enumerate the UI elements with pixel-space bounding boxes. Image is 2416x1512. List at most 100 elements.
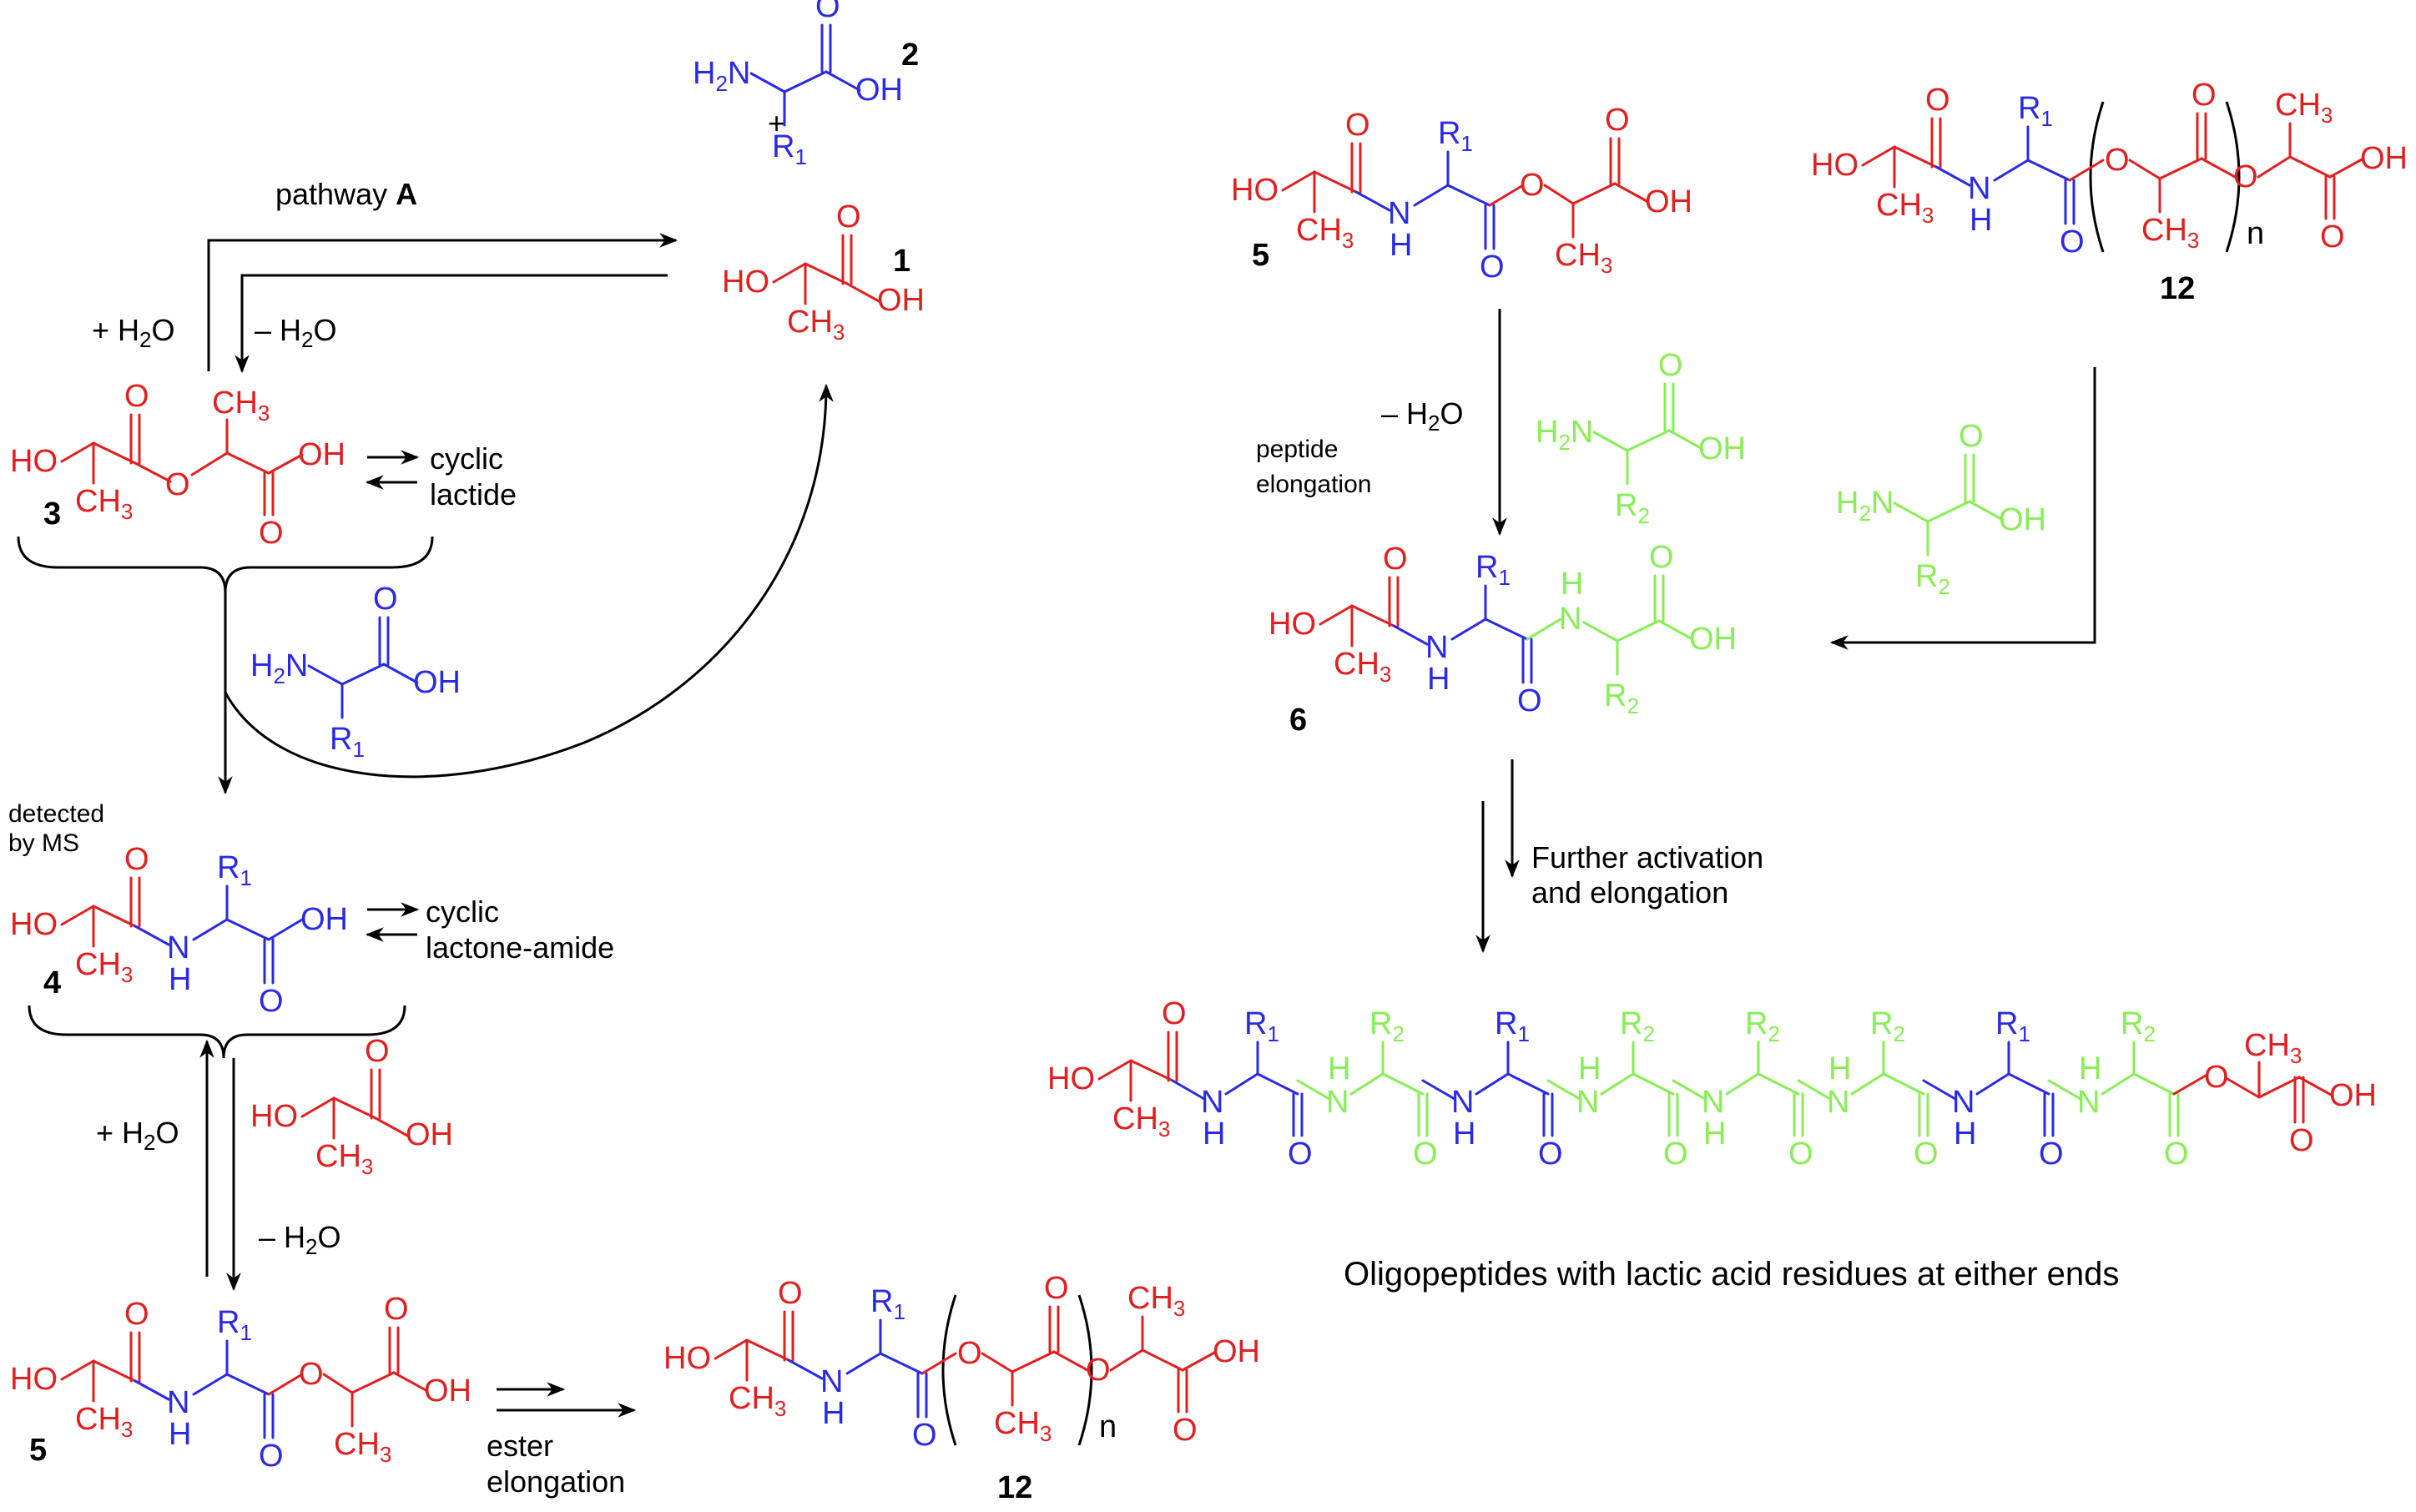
svg-text:H2N: H2N (1836, 486, 1894, 526)
svg-text:12: 12 (997, 1470, 1032, 1505)
svg-text:OH: OH (2360, 141, 2408, 176)
svg-text:CH3: CH3 (2244, 1028, 2302, 1068)
svg-text:R2: R2 (1915, 559, 1950, 599)
svg-text:O: O (836, 199, 861, 234)
svg-text:CH3: CH3 (1112, 1101, 1170, 1142)
svg-text:H: H (1390, 228, 1412, 263)
svg-text:O: O (1517, 683, 1542, 718)
svg-text:O: O (815, 0, 840, 24)
svg-text:H: H (1561, 567, 1583, 602)
svg-text:O: O (2289, 1123, 2314, 1158)
compound-numbers: 2 1 3 4 5 12 5 12 6 (29, 38, 2195, 1505)
svg-text:HO: HO (722, 265, 769, 300)
svg-text:n: n (1099, 1409, 1117, 1444)
svg-text:cyclic: cyclic (426, 895, 499, 929)
svg-text:5: 5 (1252, 238, 1269, 273)
svg-text:O: O (1480, 249, 1505, 285)
svg-text:R1: R1 (870, 1284, 905, 1324)
svg-text:HO: HO (1811, 148, 1859, 183)
brace-4 (28, 1005, 406, 1059)
svg-text:O: O (165, 467, 190, 502)
svg-text:N: N (167, 930, 189, 965)
svg-text:Oligopeptides with lactic acid: Oligopeptides with lactic acid residues … (1344, 1256, 2119, 1293)
svg-text:N: N (2077, 1085, 2100, 1120)
svg-text:H: H (2079, 1051, 2101, 1086)
svg-text:lactone-amide: lactone-amide (426, 930, 614, 965)
svg-text:R1: R1 (772, 129, 807, 169)
svg-text:5: 5 (29, 1433, 47, 1468)
brace-3 (17, 536, 434, 593)
svg-text:detected: detected (8, 800, 104, 828)
svg-text:and elongation: and elongation (1531, 875, 1728, 910)
svg-text:CH3: CH3 (1334, 647, 1391, 687)
svg-text:H2N: H2N (250, 648, 308, 688)
svg-text:O: O (2204, 1060, 2229, 1095)
svg-text:OH: OH (406, 1117, 453, 1152)
svg-text:HO: HO (250, 1099, 298, 1134)
svg-text:O: O (124, 842, 149, 877)
arrow-12-to-6 (1829, 367, 2096, 650)
svg-text:Further activation: Further activation (1531, 840, 1763, 874)
dehydration-arrow-to-3 (235, 274, 668, 374)
svg-text:HO: HO (10, 444, 58, 479)
svg-text:12: 12 (2160, 271, 2195, 306)
svg-text:O: O (778, 1276, 803, 1311)
svg-text:O: O (2039, 1137, 2064, 1172)
svg-text:OH: OH (1213, 1334, 1260, 1369)
svg-text:O: O (1162, 996, 1187, 1031)
svg-text:OH: OH (2329, 1078, 2377, 1113)
svg-text:O: O (124, 1297, 149, 1332)
pathway-a-arrow (207, 233, 678, 371)
svg-text:CH3: CH3 (729, 1381, 786, 1421)
svg-text:O: O (1288, 1137, 1313, 1172)
svg-text:elongation: elongation (1256, 471, 1371, 498)
svg-text:O: O (1520, 168, 1545, 203)
svg-text:OH: OH (877, 283, 925, 318)
svg-text:+: + (768, 106, 785, 140)
svg-text:+ H2O: + H2O (92, 313, 175, 352)
svg-text:N: N (1827, 1085, 1849, 1120)
svg-text:O: O (259, 1439, 284, 1474)
svg-text:O: O (1663, 1137, 1688, 1172)
svg-text:N: N (1388, 196, 1410, 231)
svg-text:HO: HO (10, 1362, 58, 1397)
svg-text:CH3: CH3 (1555, 238, 1612, 278)
svg-text:N: N (820, 1364, 843, 1399)
svg-text:O: O (1959, 419, 1984, 454)
svg-text:by MS: by MS (8, 829, 79, 857)
svg-text:CH3: CH3 (1127, 1281, 1185, 1321)
svg-text:pathway A: pathway A (275, 177, 417, 211)
svg-text:O: O (373, 582, 398, 617)
svg-text:H: H (169, 1417, 191, 1452)
svg-text:O: O (299, 1357, 324, 1392)
svg-text:OH: OH (413, 665, 461, 700)
svg-text:N: N (1968, 171, 1990, 206)
svg-text:CH3: CH3 (787, 305, 845, 345)
svg-text:O: O (1649, 540, 1674, 575)
svg-text:2: 2 (901, 38, 919, 73)
svg-text:H2N: H2N (693, 56, 750, 96)
svg-text:O: O (1914, 1137, 1939, 1172)
svg-text:R2: R2 (1615, 488, 1650, 528)
svg-text:N: N (1451, 1085, 1474, 1120)
svg-text:– H2O: – H2O (259, 1220, 341, 1259)
svg-text:OH: OH (1999, 502, 2046, 537)
scheme-labels: pathway A + H2O – H2O cyclic lactide det… (8, 106, 2119, 1499)
svg-text:4: 4 (43, 965, 61, 1000)
compound-1-structure: HO CH3 O OH (722, 199, 925, 345)
svg-text:CH3: CH3 (212, 386, 270, 426)
svg-text:+ H2O: + H2O (96, 1116, 179, 1155)
svg-text:H: H (169, 962, 191, 997)
svg-text:R2: R2 (1604, 678, 1639, 718)
svg-text:R1: R1 (217, 1305, 252, 1345)
svg-text:CH3: CH3 (2275, 88, 2333, 128)
structures: H2NR1OOHHOCH3OOHHOCH3OOCH3OOHH2NR1OOHHOC… (10, 0, 2408, 1474)
svg-text:N: N (1702, 1085, 1724, 1120)
